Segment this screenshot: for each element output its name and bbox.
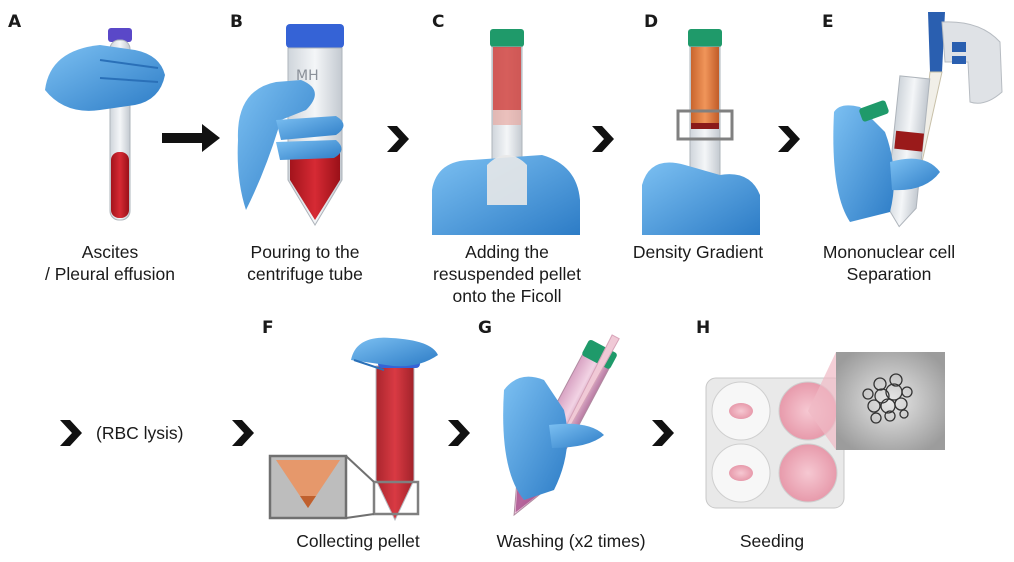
caption-h: Seeding — [739, 531, 805, 551]
density-gradient-tube-illustration — [642, 29, 760, 235]
chevron-right-icon — [652, 420, 674, 446]
pellet-tube-illustration — [268, 337, 438, 522]
caption-d: Density Gradient — [632, 242, 764, 262]
centrifuge-tube-illustration: MH — [237, 24, 344, 226]
caption-g: Washing (x2 times) — [496, 531, 646, 551]
panel-label-c: C — [432, 12, 445, 32]
well-plate-seeding-illustration — [705, 352, 945, 509]
arrow-right-icon — [162, 124, 220, 152]
rbc-lysis-label: (RBC lysis) — [96, 423, 184, 443]
panel-label-h: H — [696, 318, 711, 338]
chevron-right-icon — [60, 420, 82, 446]
caption-a: Ascites/ Pleural effusion — [44, 242, 176, 284]
chevron-right-icon — [387, 126, 409, 152]
caption-f: Collecting pellet — [296, 531, 420, 551]
panel-label-f: F — [262, 318, 274, 338]
panel-label-d: D — [644, 12, 659, 32]
chevron-right-icon — [778, 126, 800, 152]
pipette-separation-illustration — [833, 12, 1003, 228]
chevron-right-icon — [448, 420, 470, 446]
panel-label-a: A — [8, 12, 22, 32]
panel-label-e: E — [822, 12, 834, 32]
ficoll-tube-illustration — [432, 29, 580, 235]
panel-label-b: B — [230, 12, 243, 32]
svg-text:MH: MH — [296, 68, 319, 84]
chevron-right-icon — [232, 420, 254, 446]
panel-label-g: G — [478, 318, 492, 338]
washing-tube-illustration — [503, 334, 620, 517]
ascites-tube-illustration — [45, 28, 165, 221]
chevron-right-icon — [592, 126, 614, 152]
